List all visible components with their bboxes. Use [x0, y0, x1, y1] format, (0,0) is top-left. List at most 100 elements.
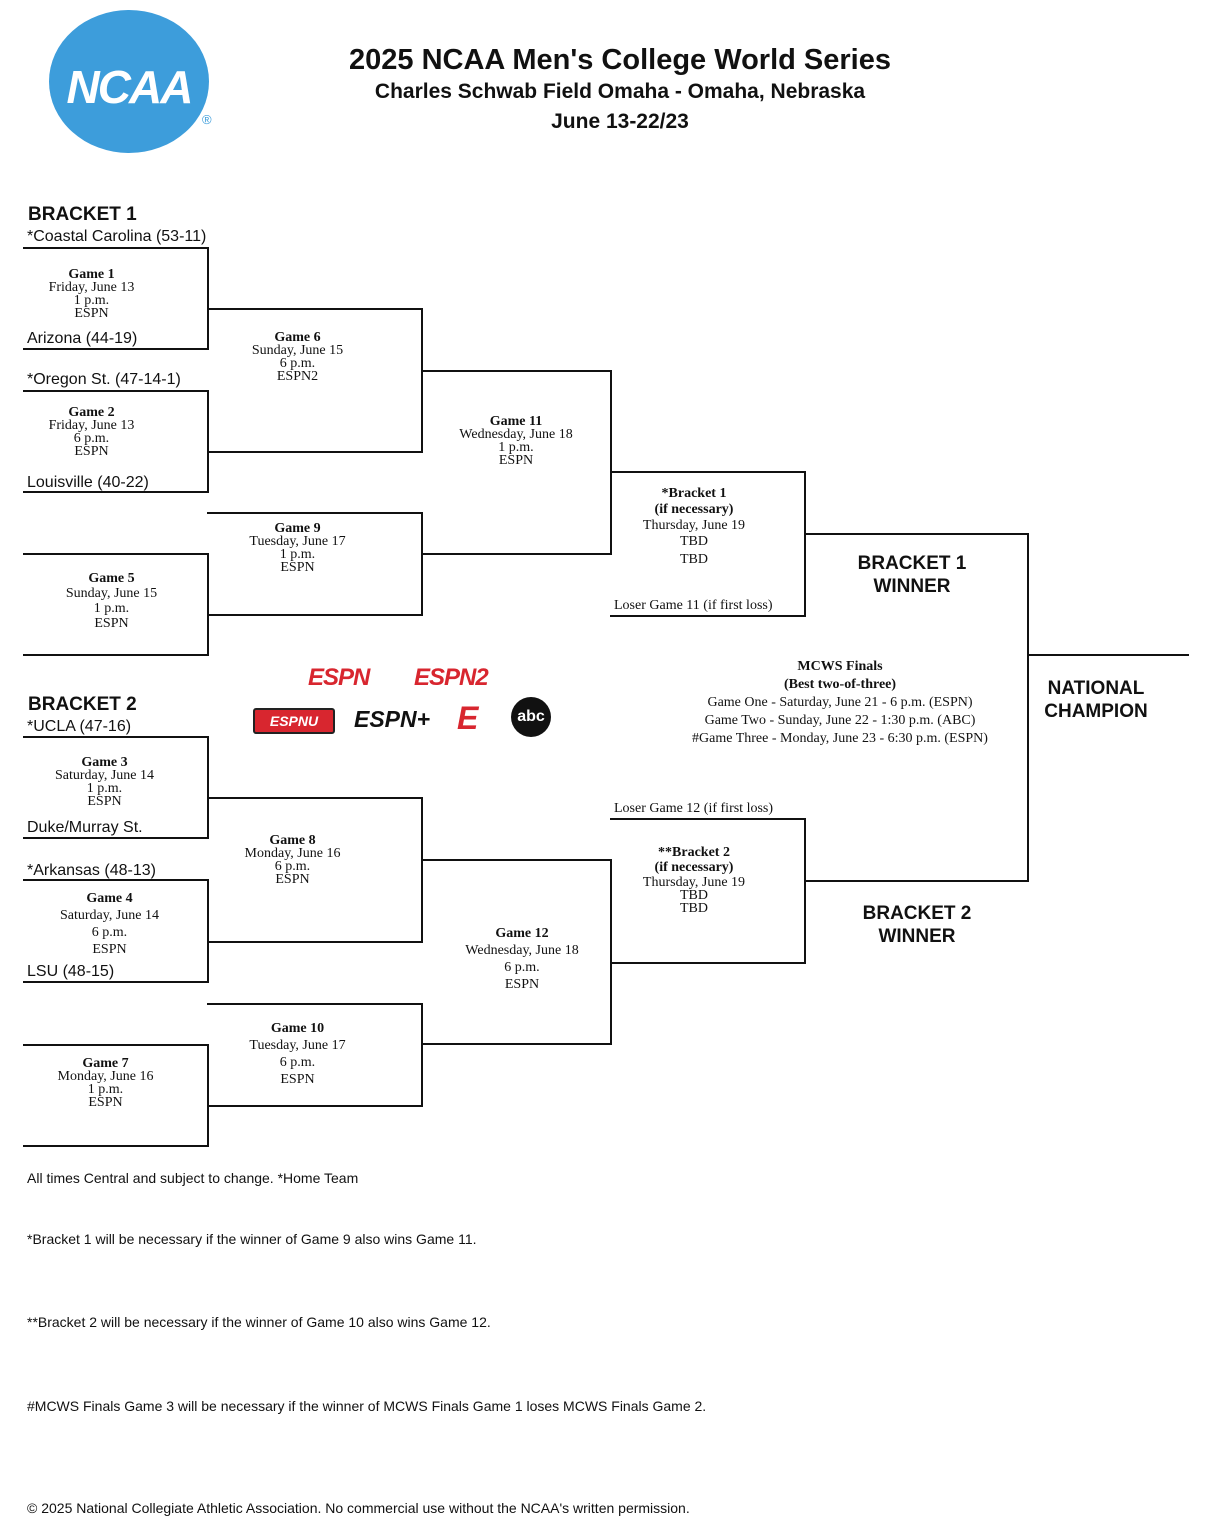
- bracket-line: [207, 1044, 209, 1147]
- espnu-logo: ESPNU: [253, 708, 335, 734]
- champion-line: CHAMPION: [1044, 701, 1148, 722]
- note-finals-game3: #MCWS Finals Game 3 will be necessary if…: [27, 1398, 707, 1414]
- game-3: Game 3 Saturday, June 14 1 p.m. ESPN: [33, 755, 176, 809]
- champion-line: NATIONAL: [1047, 678, 1145, 699]
- registered-mark: ®: [202, 112, 212, 127]
- game-tv: ESPN: [280, 560, 315, 575]
- game-subtitle: (if necessary): [654, 502, 734, 517]
- game-2: Game 2 Friday, June 13 6 p.m. ESPN: [20, 405, 163, 459]
- finals-game-three: #Game Three - Monday, June 23 - 6:30 p.m…: [692, 731, 988, 746]
- bracket-line: [23, 736, 209, 738]
- team-arizona: Arizona (44-19): [27, 330, 138, 347]
- game-title: Game 3: [81, 755, 128, 770]
- ncaa-logo: NCAA: [49, 10, 209, 153]
- game-6: Game 6 Sunday, June 15 6 p.m. ESPN2: [226, 330, 369, 384]
- bracket-line: [23, 553, 209, 555]
- game-time: 6 p.m.: [279, 356, 316, 371]
- bracket-line: [804, 471, 806, 617]
- game-time: 1 p.m.: [498, 440, 534, 455]
- team-coastal-carolina: *Coastal Carolina (53-11): [27, 228, 207, 245]
- game-time: 6 p.m.: [73, 431, 110, 446]
- team-oregon-st: *Oregon St. (47-14-1): [27, 371, 181, 388]
- note-bracket2: **Bracket 2 will be necessary if the win…: [27, 1314, 491, 1330]
- bracket-line: [421, 1043, 612, 1045]
- bracket-line: [207, 553, 209, 656]
- bracket-line: [1027, 533, 1029, 882]
- finals-game-two: Game Two - Sunday, June 22 - 1:30 p.m. (…: [704, 713, 976, 728]
- game-tv: ESPN: [88, 1095, 123, 1110]
- page-subtitle: Charles Schwab Field Omaha - Omaha, Nebr…: [374, 80, 866, 103]
- game-day: Friday, June 13: [48, 418, 135, 433]
- espn-e-text: E: [457, 700, 479, 736]
- game-10: Game 10 Tuesday, June 17 6 p.m. ESPN: [226, 1020, 369, 1088]
- winner-line: BRACKET 2: [862, 903, 972, 924]
- game-8: Game 8 Monday, June 16 6 p.m. ESPN: [221, 833, 364, 887]
- bracket2-label: BRACKET 2: [28, 694, 137, 715]
- bracket-line: [610, 859, 612, 1045]
- bracket-line: [23, 837, 209, 839]
- game-tv: ESPN: [275, 872, 310, 887]
- note-bracket1: *Bracket 1 will be necessary if the winn…: [27, 1231, 477, 1247]
- bracket-line: [421, 797, 423, 943]
- game-title: *Bracket 1: [661, 486, 727, 501]
- game-day: Tuesday, June 17: [249, 534, 346, 549]
- finals-game-one: Game One - Saturday, June 21 - 6 p.m. (E…: [707, 695, 973, 710]
- game-day: Sunday, June 15: [65, 586, 158, 601]
- bracket-line: [207, 614, 423, 616]
- game-title: Game 5: [88, 571, 135, 586]
- game-day: Monday, June 16: [244, 846, 341, 861]
- game-12: Game 12 Wednesday, June 18 6 p.m. ESPN: [442, 925, 602, 993]
- espn-plus-logo: ESPN+: [354, 706, 431, 732]
- bracket-line: [23, 247, 209, 249]
- game-day: Tuesday, June 17: [249, 1038, 346, 1053]
- finals-subtitle: (Best two-of-three): [783, 677, 897, 692]
- loser-game-12-note: Loser Game 12 (if first loss): [614, 801, 774, 816]
- bracket-line: [23, 1044, 209, 1046]
- game-day: Thursday, June 19: [642, 875, 746, 890]
- game-tv: ESPN: [504, 977, 540, 992]
- bracket1-label: BRACKET 1: [28, 204, 137, 225]
- mcws-finals: MCWS Finals (Best two-of-three) Game One…: [640, 658, 1040, 748]
- bracket1-winner: BRACKET 1 WINNER: [832, 552, 992, 598]
- bracket-line: [207, 451, 423, 453]
- game-time: 6 p.m.: [91, 925, 128, 940]
- winner-line: BRACKET 1: [857, 553, 967, 574]
- espn-e-logo: E: [457, 702, 485, 734]
- bracket2-if-necessary: **Bracket 2 (if necessary) Thursday, Jun…: [618, 845, 770, 916]
- espn-logo: ESPN: [308, 664, 370, 691]
- bracket-line: [23, 879, 209, 881]
- bracket-line: [804, 818, 806, 964]
- game-11: Game 11 Wednesday, June 18 1 p.m. ESPN: [436, 415, 596, 468]
- game-title: Game 7: [82, 1056, 129, 1071]
- game-time: TBD: [680, 534, 708, 549]
- game-day: Wednesday, June 18: [459, 427, 573, 442]
- bracket-line: [207, 1003, 423, 1005]
- game-tv: ESPN: [74, 444, 109, 459]
- bracket-line: [207, 879, 209, 983]
- bracket-line: [610, 370, 612, 555]
- game-tv: ESPN: [92, 942, 127, 957]
- ncaa-logo-text: NCAA: [66, 61, 194, 113]
- bracket-line: [610, 615, 806, 617]
- abc-logo-text: abc: [517, 708, 545, 725]
- game-title: Game 6: [274, 330, 321, 345]
- bracket-line: [421, 553, 612, 555]
- game-title: Game 8: [269, 833, 316, 848]
- game-time: 6 p.m.: [279, 1055, 316, 1070]
- game-time: TBD: [680, 888, 708, 903]
- game-5: Game 5 Sunday, June 15 1 p.m. ESPN: [40, 571, 183, 631]
- bracket-line: [804, 880, 1029, 882]
- team-duke-murray-st: Duke/Murray St.: [27, 819, 143, 836]
- note-times: All times Central and subject to change.…: [27, 1170, 359, 1186]
- game-title: Game 2: [68, 405, 115, 420]
- winner-line: WINNER: [873, 576, 951, 597]
- game-day: Wednesday, June 18: [465, 943, 579, 958]
- page-dates: June 13-22/23: [551, 110, 689, 133]
- espnu-logo-text: ESPNU: [269, 713, 319, 729]
- game-time: 1 p.m.: [86, 781, 123, 796]
- game-title: Game 9: [274, 521, 321, 536]
- game-day: Sunday, June 15: [251, 343, 344, 358]
- team-arkansas: *Arkansas (48-13): [27, 862, 156, 879]
- team-lsu: LSU (48-15): [27, 963, 115, 980]
- game-day: Friday, June 13: [48, 280, 135, 295]
